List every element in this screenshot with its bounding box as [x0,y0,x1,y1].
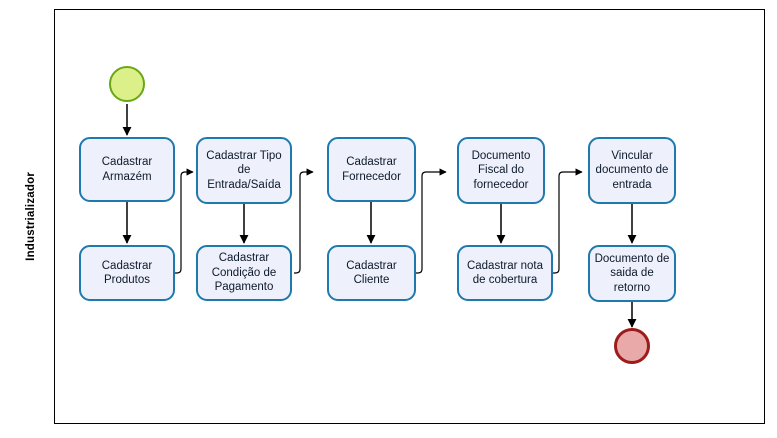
task-label-line: fornecedor [473,178,529,191]
task-label-line: retorno [613,281,651,294]
task-label-line: Cadastrar Tipo [206,149,282,162]
task-label-line: Produtos [103,274,151,286]
task-documento-fiscal-fornecedor[interactable]: Documento Fiscal do fornecedor [457,137,545,204]
task-label-line: Cadastrar [101,156,153,168]
task-label-line: Documento de [594,252,670,265]
task-label-line: Fornecedor [342,170,401,183]
task-label-line: Cadastrar [101,259,153,272]
task-label-line: Documento [471,149,531,162]
task-label-line: entrada [612,178,652,191]
task-cadastrar-nota-cobertura[interactable]: Cadastrar nota de cobertura [457,245,553,301]
task-label-line: Cadastrar [346,259,397,272]
lane-header-label: Industrializador [25,172,37,261]
task-label-line: Armazém [102,170,152,183]
task-label-line: de [237,164,251,177]
task-cadastrar-condicao-pagamento[interactable]: Cadastrar Condição de Pagamento [196,245,292,301]
task-label-line: saida de [610,267,654,280]
task-label-line: Entrada/Saída [207,178,281,191]
task-vincular-documento-entrada[interactable]: Vincular documento de entrada [588,137,676,204]
end-event[interactable] [614,328,650,364]
task-label-line: Vincular [611,149,653,162]
lane-header: Industrializador [8,9,55,424]
task-label-line: documento de [595,164,669,177]
task-cadastrar-produtos[interactable]: Cadastrar Produtos [79,245,175,301]
task-label-line: Condição de [211,266,277,279]
start-event[interactable] [109,66,145,102]
task-label-line: Cadastrar nota [466,259,544,272]
task-cadastrar-fornecedor[interactable]: Cadastrar Fornecedor [327,137,416,202]
task-label-line: Cliente [353,274,390,286]
task-label-line: Pagamento [214,281,274,294]
task-label-line: de cobertura [472,274,538,286]
task-label-line: Cadastrar [218,252,270,265]
task-documento-saida-retorno[interactable]: Documento de saida de retorno [588,245,676,302]
task-cadastrar-cliente[interactable]: Cadastrar Cliente [327,245,416,301]
task-label-line: Cadastrar [346,156,397,168]
task-cadastrar-tipo-entrada-saida[interactable]: Cadastrar Tipo de Entrada/Saída [196,137,292,204]
task-label-line: Fiscal do [477,164,525,177]
task-cadastrar-armazem[interactable]: Cadastrar Armazém [79,137,175,202]
